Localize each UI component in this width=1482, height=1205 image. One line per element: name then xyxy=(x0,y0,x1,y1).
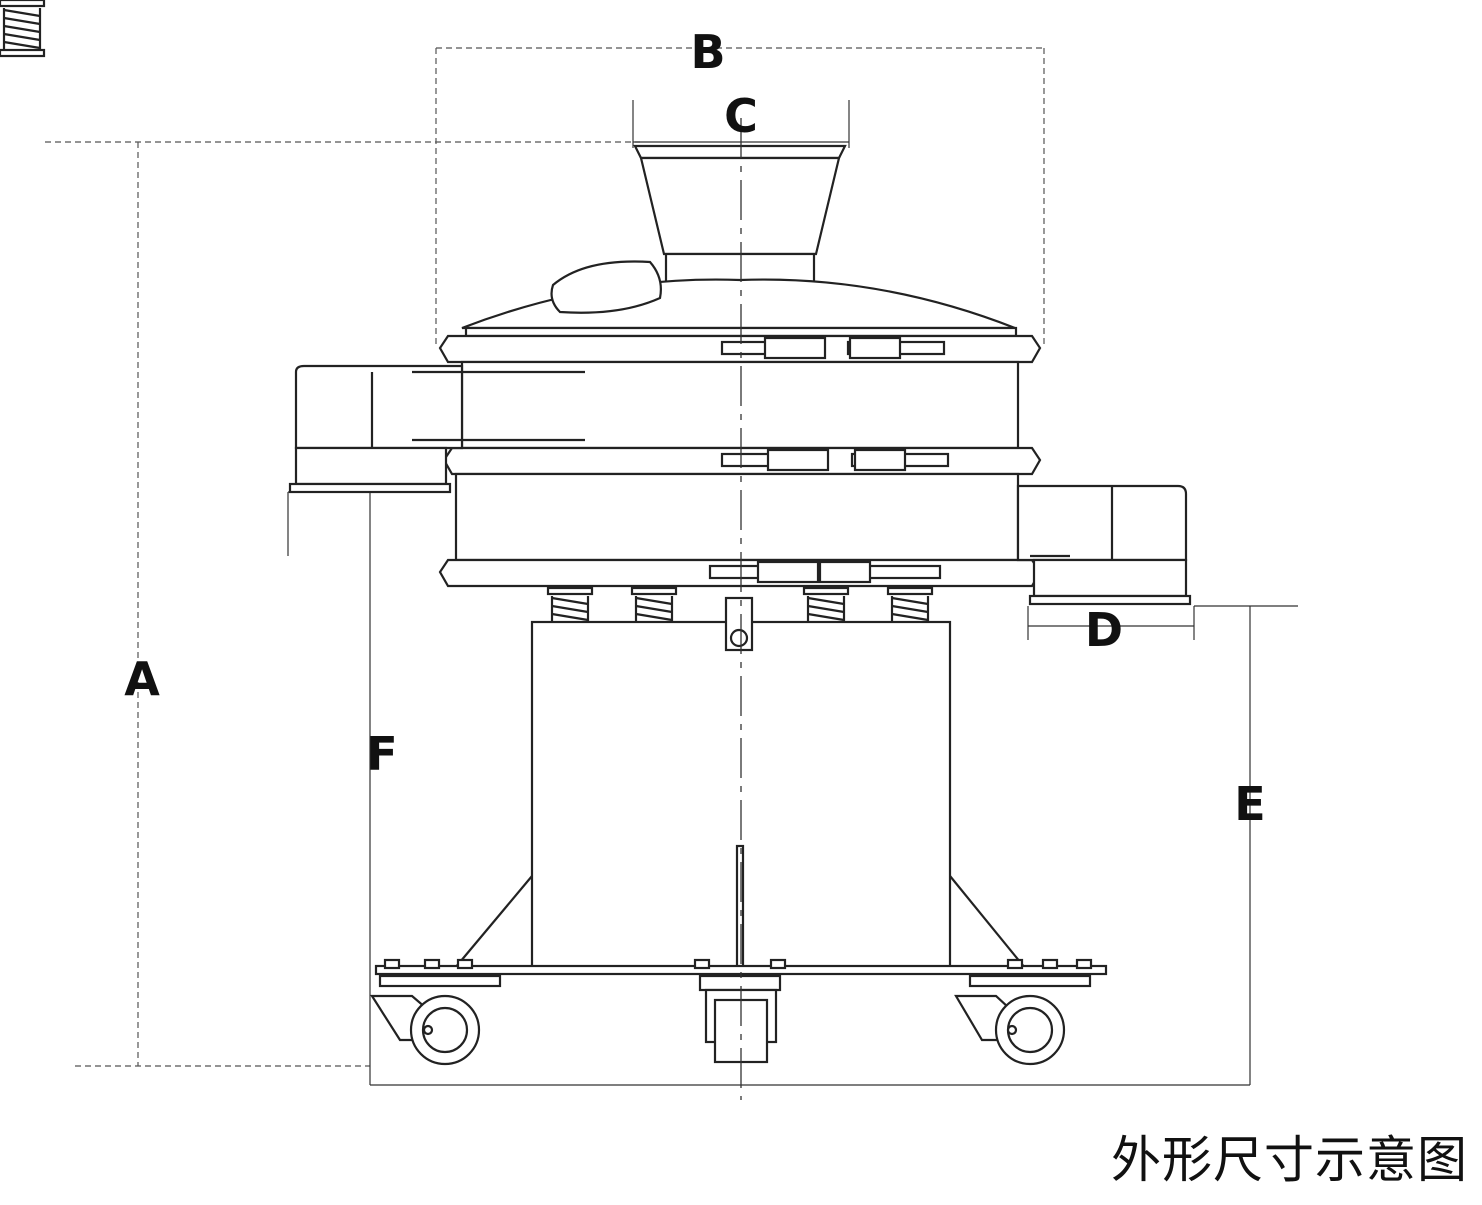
left-caster xyxy=(369,974,502,1066)
lower-frame xyxy=(454,472,1020,562)
vent-cap xyxy=(550,260,662,314)
bolts xyxy=(383,958,1093,970)
machine xyxy=(0,0,1192,1100)
right-outlet xyxy=(1016,484,1188,562)
left-outlet xyxy=(294,364,464,450)
clamps xyxy=(708,336,950,584)
dome-lid xyxy=(461,278,1016,330)
center-caster xyxy=(698,974,782,1064)
dim-label-d: D xyxy=(1085,603,1123,657)
inlet-flange xyxy=(633,144,847,160)
dim-label-e: E xyxy=(1234,777,1265,831)
right-outlet-spout xyxy=(1032,558,1188,598)
figure-caption: 外形尺寸示意图 xyxy=(1111,1131,1468,1189)
dim-label-b: B xyxy=(690,25,725,79)
left-outlet-spout xyxy=(294,446,448,486)
right-outlet-flange xyxy=(1028,594,1192,606)
dim-label-f: F xyxy=(366,727,397,781)
right-caster xyxy=(954,974,1092,1066)
springs xyxy=(0,0,934,646)
upper-frame xyxy=(460,360,1020,450)
dim-label-c: C xyxy=(724,89,758,143)
left-outlet-flange xyxy=(288,482,452,494)
inlet-hopper xyxy=(639,156,841,256)
dim-label-a: A xyxy=(124,652,160,706)
